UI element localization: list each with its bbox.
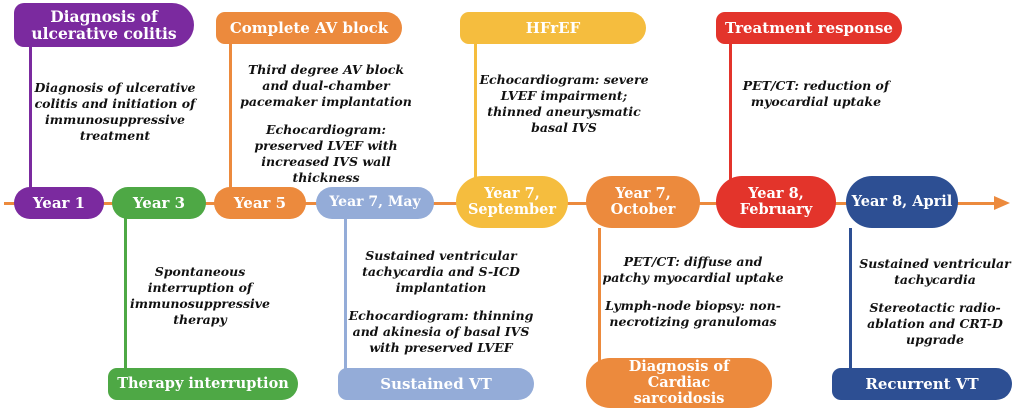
note-text: Diagnosis of ulcerative colitis and init… [34,80,196,143]
event-title-text: Treatment response [725,18,893,37]
event-note: PET/CT: diffuse and patchy myocardial up… [600,254,786,330]
event-note: Sustained ventricular tachycardia and S-… [346,248,536,356]
timeline-arrowhead [994,196,1010,210]
year-label: Year 8, February [739,185,813,218]
event-title-text: Therapy interruption [117,375,289,393]
event-title: Treatment response [716,12,902,44]
event-note: PET/CT: reduction of myocardial uptake [736,78,896,110]
event-title: Diagnosis of ulcerative colitis [14,3,194,47]
note-text: Echocardiogram: preserved LVEF with incr… [254,122,398,185]
connector-line [598,228,601,362]
connector-line [29,40,32,202]
note-text: Stereotactic radio-ablation and CRT-D up… [867,300,1003,347]
connector-line [729,40,732,188]
note-text: Spontaneous interruption of immunosuppre… [130,264,270,327]
connector-line [229,40,232,202]
year-marker: Year 5 [214,187,306,219]
year-label: Year 7, May [329,194,421,211]
note-text: Sustained ventricular tachycardia [859,256,1011,287]
year-label: Year 1 [32,193,86,212]
event-title-text: Recurrent VT [865,374,979,393]
event-note: Sustained ventricular tachycardia Stereo… [850,256,1020,348]
year-label: Year 3 [132,193,186,212]
year-marker: Year 7, May [316,187,434,219]
note-text: Third degree AV block and dual-chamber p… [240,62,412,109]
note-text: PET/CT: reduction of myocardial uptake [742,78,890,109]
event-title-text: HFrEF [525,18,581,37]
note-text: Sustained ventricular tachycardia and S-… [362,248,520,295]
note-text: Lymph-node biopsy: non-necrotizing granu… [605,298,781,329]
event-note: Diagnosis of ulcerative colitis and init… [30,80,200,144]
event-title: Therapy interruption [108,368,298,400]
connector-line [344,205,347,373]
note-text: PET/CT: diffuse and patchy myocardial up… [602,254,784,285]
year-label: Year 8, April [851,193,953,211]
event-note: Spontaneous interruption of immunosuppre… [130,264,270,328]
event-title-text: Sustained VT [380,374,492,393]
event-title: Diagnosis of Cardiac sarcoidosis [586,358,772,408]
connector-line [474,40,477,188]
year-marker: Year 7, October [586,176,700,228]
year-marker: Year 8, February [716,176,836,228]
event-note: Echocardiogram: severe LVEF impairment; … [478,72,650,136]
event-title: HFrEF [460,12,646,44]
year-label: Year 7, October [610,185,676,218]
connector-line [124,205,127,373]
event-note: Third degree AV block and dual-chamber p… [236,62,416,186]
year-label: Year 5 [233,193,287,212]
event-title-text: Diagnosis of Cardiac sarcoidosis [628,358,730,407]
event-title: Recurrent VT [832,368,1012,400]
year-label: Year 7, September [467,185,557,218]
year-marker: Year 3 [112,187,206,219]
year-marker: Year 8, April [846,176,958,228]
event-title: Sustained VT [338,368,534,400]
event-title-text: Diagnosis of ulcerative colitis [31,6,177,43]
year-marker: Year 7, September [456,176,568,228]
year-marker: Year 1 [14,187,104,219]
note-text: Echocardiogram: thinning and akinesia of… [348,308,534,355]
note-text: Echocardiogram: severe LVEF impairment; … [479,72,649,135]
event-title: Complete AV block [216,12,402,44]
connector-line [849,228,852,373]
event-title-text: Complete AV block [229,18,389,37]
